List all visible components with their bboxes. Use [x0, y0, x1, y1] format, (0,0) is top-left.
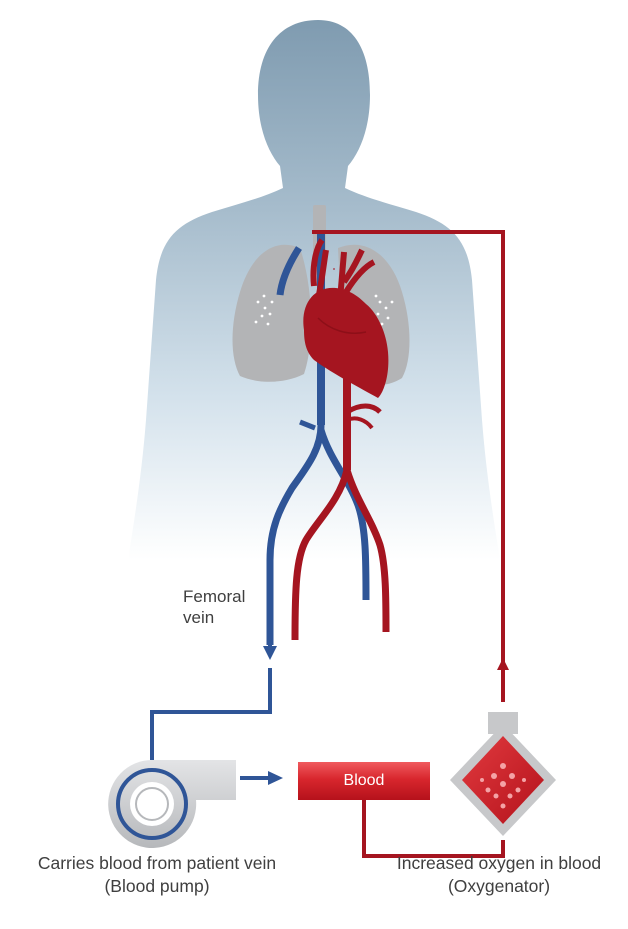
- blood-pump-caption-line1: Carries blood from patient vein: [4, 852, 310, 875]
- drainage-line: [152, 612, 270, 778]
- blood-pump-caption: Carries blood from patient vein (Blood p…: [4, 852, 310, 898]
- body-silhouette: [128, 20, 500, 560]
- femoral-vein-label-line2: vein: [183, 607, 245, 628]
- oxygenator-caption: Increased oxygen in blood (Oxygenator): [368, 852, 628, 898]
- oxygenator-caption-line2: (Oxygenator): [368, 875, 628, 898]
- blood-label: Blood: [298, 762, 430, 800]
- drainage-arrow: [263, 646, 277, 660]
- oxygenator-caption-line1: Increased oxygen in blood: [368, 852, 628, 875]
- pump-to-blood-arrow: [268, 771, 283, 785]
- return-arrow: [497, 658, 509, 670]
- blood-pump-icon: [106, 744, 236, 848]
- blood-pump-caption-line2: (Blood pump): [4, 875, 310, 898]
- femoral-vein-label: Femoral vein: [183, 586, 245, 629]
- oxygenator-icon: [450, 712, 556, 836]
- femoral-vein-label-line1: Femoral: [183, 586, 245, 607]
